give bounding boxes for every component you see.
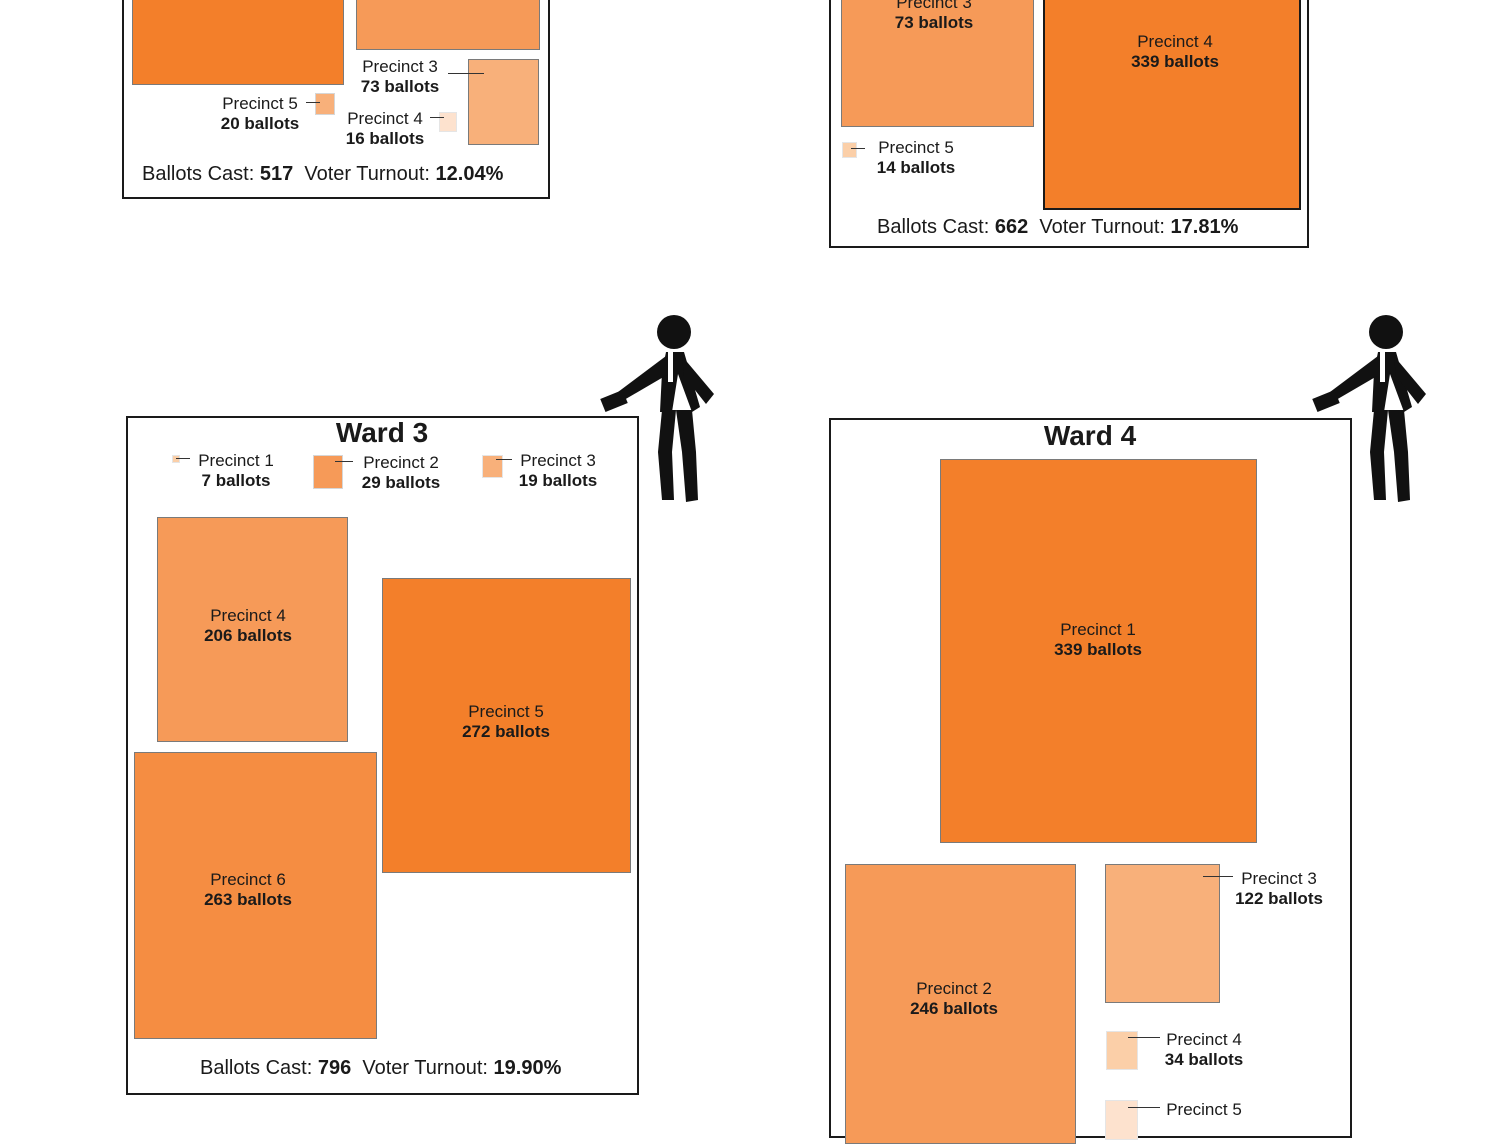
w1-square-top-right [356, 0, 540, 50]
ward-4-title: Ward 4 [1043, 420, 1137, 451]
w1-square-precinct-5 [315, 93, 335, 115]
w3-square-precinct-2 [313, 455, 343, 489]
w3-turnout-label: Voter Turnout: [362, 1057, 488, 1079]
w1-square-precinct-3 [468, 59, 539, 145]
w3-square-precinct-5 [382, 578, 631, 873]
w4-leader-precinct-3 [1203, 876, 1233, 877]
w3-square-precinct-4 [157, 517, 348, 742]
w3-leader-precinct-1 [176, 458, 190, 459]
w1-leader-precinct-4 [430, 117, 444, 118]
w4-label-precinct-5: Precinct 5 [1166, 1100, 1242, 1119]
voter-figure-icon [600, 315, 714, 502]
w1-leader-precinct-5 [306, 102, 320, 103]
w4-square-precinct-2 [845, 864, 1076, 1144]
w1-square-top-left [132, 0, 344, 85]
w1-leader-precinct-3 [448, 73, 484, 74]
w3-turnout-value: 19.90% [493, 1057, 562, 1079]
voter-figure-icon [1312, 315, 1426, 502]
w2-leader-precinct-5 [851, 148, 865, 149]
w3-leader-precinct-3 [496, 459, 512, 460]
w2-summary: Ballots Cast: 662 Voter Turnout: 17.81% [877, 216, 1238, 239]
w4-square-precinct-5 [1105, 1100, 1138, 1140]
w1-turnout-value: 12.04% [435, 163, 504, 185]
w4-leader-precinct-4 [1128, 1037, 1160, 1038]
w3-square-precinct-3 [482, 455, 503, 478]
w1-ballots-value: 517 [259, 163, 294, 185]
w1-summary: Ballots Cast: 517 Voter Turnout: 12.04% [142, 163, 503, 186]
ward-3-title: Ward 3 [335, 417, 429, 448]
w1-ballots-label: Ballots Cast: [142, 163, 255, 185]
w2-turnout-value: 17.81% [1170, 216, 1239, 238]
w2-square-precinct-3 [841, 0, 1034, 127]
w3-square-precinct-1 [172, 455, 180, 463]
w4-leader-precinct-5 [1128, 1107, 1160, 1108]
w3-ballots-label: Ballots Cast: [200, 1057, 313, 1079]
w3-square-precinct-6 [134, 752, 377, 1039]
w2-square-precinct-5 [842, 142, 857, 158]
w3-ballots-value: 796 [317, 1057, 352, 1079]
w4-square-precinct-1 [940, 459, 1257, 843]
w1-turnout-label: Voter Turnout: [304, 163, 430, 185]
w2-square-precinct-4 [1043, 0, 1301, 210]
w2-ballots-value: 662 [994, 216, 1029, 238]
w4-square-precinct-3 [1105, 864, 1220, 1003]
w1-square-precinct-4 [439, 112, 457, 132]
w2-ballots-label: Ballots Cast: [877, 216, 990, 238]
w4-square-precinct-4 [1106, 1031, 1138, 1070]
w3-summary: Ballots Cast: 796 Voter Turnout: 19.90% [200, 1057, 561, 1080]
w3-leader-precinct-2 [335, 461, 353, 462]
w2-turnout-label: Voter Turnout: [1039, 216, 1165, 238]
